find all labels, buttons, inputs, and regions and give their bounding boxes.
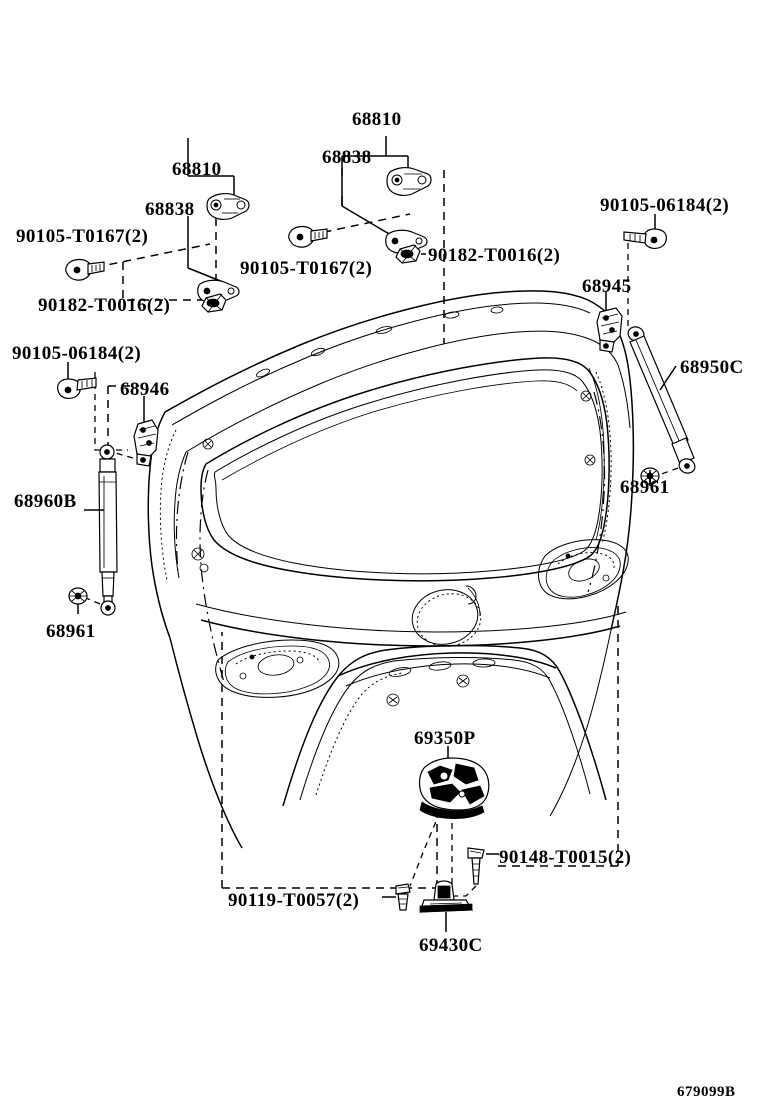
hinge-assembly-right (288, 136, 432, 264)
part-label-90148-T0015: 90148-T0015(2) (499, 847, 632, 868)
part-label-68961-left: 68961 (46, 621, 96, 642)
hinge-part-68810-left (206, 192, 250, 220)
figure-code: 679099B (677, 1084, 736, 1100)
part-label-69430C: 69430C (419, 935, 483, 956)
screw-90148-T0015 (467, 847, 485, 885)
bolt-90105-06184-right (623, 228, 667, 249)
nut-90182-T0016-left (201, 293, 227, 313)
part-label-68838-left: 68838 (145, 199, 195, 220)
part-label-68960B: 68960B (14, 491, 77, 512)
garnish-screw-marks (386, 674, 470, 707)
part-label-90105-06184-right: 90105-06184(2) (600, 195, 730, 216)
part-label-68961-right: 68961 (620, 477, 670, 498)
part-label-68946: 68946 (120, 379, 170, 400)
gas-stay-assembly-left (57, 362, 159, 616)
gas-stay-assembly-right (596, 214, 696, 486)
right-lamp-recess (537, 539, 629, 600)
door-lock-69350P (418, 757, 490, 819)
hinge-assembly-left (65, 138, 250, 313)
bolt-90105-T0167-right (288, 225, 328, 248)
part-label-90182-T0016-left: 90182-T0016(2) (38, 295, 171, 316)
part-label-69350P: 69350P (414, 728, 476, 749)
gas-stay-68960B (84, 444, 118, 616)
bolt-90105-06184-left (57, 377, 97, 399)
part-label-90119-T0057: 90119-T0057(2) (228, 890, 360, 911)
panel-section-contours (175, 391, 606, 683)
part-label-90105-T0167-right: 90105-T0167(2) (240, 258, 373, 279)
gas-stay-68950C (627, 326, 696, 474)
bolt-90105-T0167-left (65, 258, 105, 281)
part-label-68950C: 68950C (680, 357, 744, 378)
bolt-90119-T0057 (395, 883, 411, 911)
part-label-68838-right: 68838 (322, 147, 372, 168)
part-label-68810-left: 68810 (172, 159, 222, 180)
part-label-68945: 68945 (582, 276, 632, 297)
hinge-part-68810-right (386, 166, 432, 196)
part-label-90105-T0167-left: 90105-T0167(2) (16, 226, 149, 247)
nut-90182-T0016-right (395, 244, 421, 264)
left-lamp-recess (215, 639, 340, 698)
lock-assembly-group (382, 746, 499, 932)
part-label-90105-06184-left: 90105-06184(2) (12, 343, 142, 364)
part-label-90182-T0016-right: 90182-T0016(2) (428, 245, 561, 266)
striker-69430C (419, 880, 474, 913)
bracket-68945 (596, 307, 623, 353)
part-label-68810-right: 68810 (352, 109, 402, 130)
clip-68961-left (68, 587, 88, 605)
bracket-68946 (133, 419, 159, 467)
back-door-panel (147, 290, 635, 849)
